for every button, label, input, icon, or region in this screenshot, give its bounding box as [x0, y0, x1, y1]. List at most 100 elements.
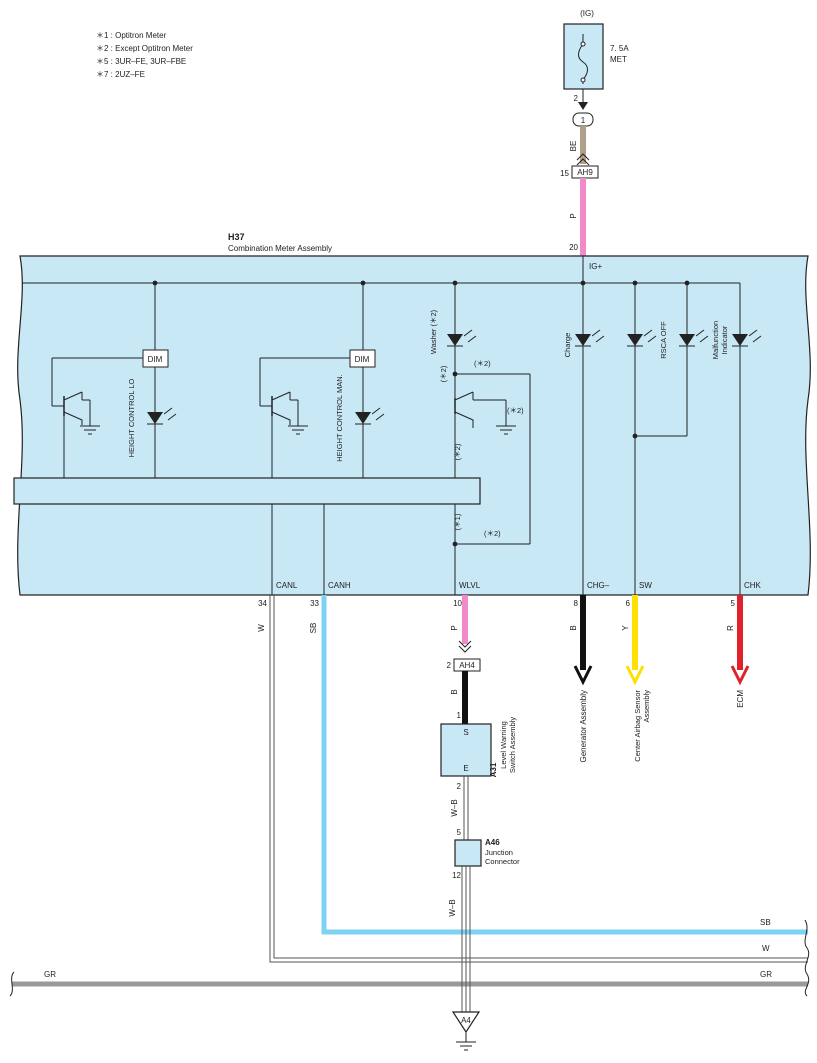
dest-airbag-2: Assembly [642, 690, 651, 723]
terminal-labels: CANL CANH WLVL CHG– SW CHK 34 33 10 8 6 … [258, 581, 761, 608]
a31-id: A31 [489, 762, 498, 777]
ah9-label: AH9 [577, 168, 593, 177]
malfunction-label-2: Indicator [720, 325, 729, 354]
terminal-chk: CHK [744, 581, 762, 590]
can-wires: W SB SB W [257, 595, 808, 963]
wire-label-wb-1: W–B [450, 799, 459, 816]
led-rsca2-icon [679, 334, 695, 346]
wlvl-circuit: P 2 AH4 B 1 S E A31 Level Warning Switch… [440, 595, 520, 1051]
led-washer-icon [447, 334, 463, 346]
rsca-off-label: RSCA OFF [659, 321, 668, 359]
led-height-man-icon [355, 412, 371, 424]
a46-junction-box [454, 839, 482, 867]
ground-icon [80, 425, 100, 435]
pin-chg: 8 [574, 599, 579, 608]
a31-pin-e: 2 [457, 782, 462, 791]
pin-canh: 33 [310, 599, 319, 608]
terminal-canh: CANH [328, 581, 351, 590]
fuse-name: MET [610, 55, 627, 64]
ah4-label: AH4 [459, 661, 475, 670]
fuse-met: (IG) 7. 5A MET 2 1 BE [563, 9, 629, 164]
wire-sb [321, 595, 808, 935]
ground-icon [288, 425, 308, 435]
arrow-ecm-icon [730, 665, 750, 686]
led-rsca-icon [627, 334, 643, 346]
ah9-pin: 15 [560, 169, 569, 178]
dest-airbag-1: Center Airbag Sensor [633, 690, 642, 762]
a4-ground-triangle [451, 1011, 481, 1034]
a31-term-s: S [463, 728, 468, 737]
led-malfunction-icon [732, 334, 748, 346]
wire-label-wb-2: W–B [448, 899, 457, 916]
transistor-man-icon [271, 391, 291, 425]
dest-ecm: ECM [736, 690, 745, 708]
terminal-wlvl: WLVL [459, 581, 481, 590]
transistor-lo-icon [63, 391, 83, 425]
wire-label-sb-right: SB [760, 918, 771, 927]
a46-id: A46 [485, 838, 500, 847]
height-control-man-label: HEIGHT CONTROL MAN. [335, 374, 344, 462]
wire-label-b-chg: B [569, 625, 578, 630]
wire-label-w: W [257, 624, 266, 632]
wire-label-y: Y [621, 625, 630, 631]
ground-icon [496, 425, 516, 435]
notes-legend: ＊1 : Optitron Meter ＊2 : Except Optitron… [96, 31, 193, 79]
height-control-lo-label: HEIGHT CONTROL LO [127, 378, 136, 457]
washer-label: Washer (＊2) [429, 309, 438, 354]
ig-plus-label: IG+ [589, 262, 602, 271]
dim-label-man: DIM [355, 355, 370, 364]
can-bus-block [13, 477, 481, 505]
note-2: ＊2 : Except Optitron Meter [96, 44, 193, 53]
pin-canl: 34 [258, 599, 267, 608]
note-5: ＊5 : 3UR–FE, 3UR–FBE [96, 57, 186, 66]
meter-name: Combination Meter Assembly [228, 244, 332, 253]
pin-sw: 6 [626, 599, 631, 608]
a31-name-1: Level Warning [499, 721, 508, 769]
fuse-supply-label: (IG) [580, 9, 594, 18]
wire-label-p-top: P [569, 213, 578, 218]
wire-label-be: BE [569, 141, 578, 152]
wire-label-gr-left: GR [44, 970, 56, 979]
charge-label: Charge [563, 333, 572, 358]
a4-label: A4 [461, 1016, 471, 1025]
terminal-canl: CANL [276, 581, 298, 590]
pin-chk: 5 [731, 599, 736, 608]
wire-label-gr-right: GR [760, 970, 772, 979]
transistor-washer-icon [454, 391, 474, 428]
pin-wlvl: 10 [453, 599, 462, 608]
arrow-generator-icon [573, 665, 593, 686]
ig-pin: 20 [569, 243, 578, 252]
led-height-lo-icon [147, 412, 163, 424]
meter-id: H37 [228, 232, 245, 242]
a46-name-2: Connector [485, 857, 520, 866]
ah9-chevron-icon [576, 153, 590, 166]
output-wires: B Generator Assembly Y Center Airbag Sen… [569, 595, 750, 762]
fuse-rating: 7. 5A [610, 44, 629, 53]
mark-2-e: (＊2) [484, 529, 501, 538]
malfunction-label-1: Malfunction [711, 321, 720, 359]
internal-circuit: DIM HEIGHT CONTROL LO DIM [13, 256, 762, 595]
mark-1: (＊1) [453, 513, 462, 530]
gr-bus: GR GR [9, 919, 810, 997]
a31-pin-s: 1 [457, 711, 462, 720]
wire-label-b-a31: B [450, 689, 459, 694]
mark-2-b: (＊2) [474, 359, 491, 368]
wire-label-r: R [726, 625, 735, 631]
fuse-pin: 2 [574, 94, 579, 103]
note-1: ＊1 : Optitron Meter [96, 31, 167, 40]
a31-name-2: Switch Assembly [508, 717, 517, 774]
splice-number: 1 [581, 116, 586, 125]
mark-2-a: (＊2) [439, 365, 448, 382]
a31-switch-box [440, 723, 492, 777]
connector-ah9: 15 AH9 P 20 [560, 153, 599, 256]
a31-term-e: E [463, 764, 468, 773]
note-7: ＊7 : 2UZ–FE [96, 70, 145, 79]
dim-label-lo: DIM [148, 355, 163, 364]
mark-2-c: (＊2) [507, 406, 524, 415]
wire-label-sb: SB [309, 623, 318, 634]
wire-label-w-right: W [762, 944, 770, 953]
combination-meter-panel [17, 255, 811, 596]
ground-icon [456, 1041, 476, 1051]
wire-label-p-wlvl: P [450, 625, 459, 630]
